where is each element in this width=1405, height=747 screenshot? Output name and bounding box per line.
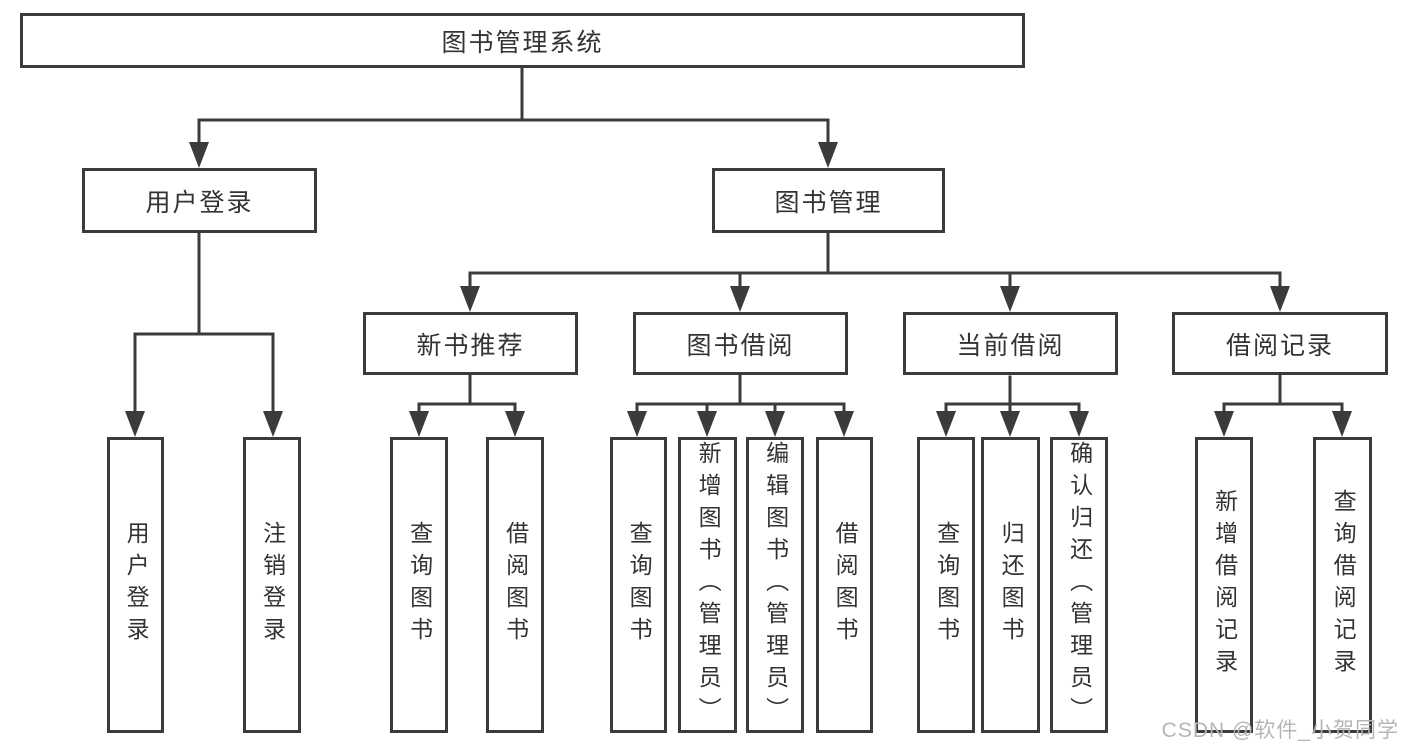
node-label: 查询图书 — [933, 521, 960, 649]
node-confirm-return-admin: 确认归还（管理员） — [1050, 437, 1108, 733]
node-add-books-admin: 新增图书（管理员） — [678, 437, 737, 733]
node-query-books: 查询图书 — [917, 437, 975, 733]
node-label: 新增图书（管理员） — [695, 441, 722, 729]
node-label: 查询图书 — [626, 521, 653, 649]
node-label: 编辑图书（管理员） — [762, 441, 789, 729]
node-book-borrowing: 图书借阅 — [633, 312, 848, 375]
node-query-books: 查询图书 — [390, 437, 448, 733]
connector-user-login-to-leaves — [125, 231, 283, 437]
node-borrowing-records: 借阅记录 — [1172, 312, 1388, 375]
node-book-management: 图书管理 — [712, 168, 945, 233]
node-label: 确认归还（管理员） — [1066, 441, 1093, 729]
node-new-book-recommendation: 新书推荐 — [363, 312, 578, 375]
connector-book-management-to-level3 — [460, 231, 1290, 312]
csdn-watermark: CSDN @软件_小贺同学 — [1161, 719, 1399, 742]
node-query-books: 查询图书 — [610, 437, 667, 733]
node-library-management-system: 图书管理系统 — [20, 13, 1025, 68]
node-user-login: 用户登录 — [82, 168, 317, 233]
node-add-borrow-record: 新增借阅记录 — [1195, 437, 1253, 733]
connector-borrowing-records-to-leaves — [1214, 373, 1352, 437]
node-current-borrowing: 当前借阅 — [903, 312, 1118, 375]
node-label: 借阅图书 — [832, 521, 859, 649]
connector-book-borrowing-to-leaves — [627, 373, 854, 437]
node-label: 查询借阅记录 — [1330, 489, 1357, 681]
node-label: 注销登录 — [259, 521, 286, 649]
node-label: 查询图书 — [406, 521, 433, 649]
connector-root-to-level2 — [189, 66, 838, 168]
node-logout-login: 注销登录 — [243, 437, 301, 733]
node-borrow-books: 借阅图书 — [816, 437, 873, 733]
node-label: 用户登录 — [123, 521, 150, 649]
node-edit-books-admin: 编辑图书（管理员） — [746, 437, 804, 733]
node-return-books: 归还图书 — [981, 437, 1040, 733]
node-label: 归还图书 — [998, 521, 1025, 649]
node-user-login-leaf: 用户登录 — [107, 437, 164, 733]
connector-new-book-recommendation-to-leaves — [409, 373, 525, 437]
connector-current-borrowing-to-leaves — [936, 375, 1089, 437]
node-label: 新增借阅记录 — [1211, 489, 1238, 681]
node-label: 借阅图书 — [502, 521, 529, 649]
node-borrow-books: 借阅图书 — [486, 437, 544, 733]
node-query-borrow-record: 查询借阅记录 — [1313, 437, 1372, 733]
